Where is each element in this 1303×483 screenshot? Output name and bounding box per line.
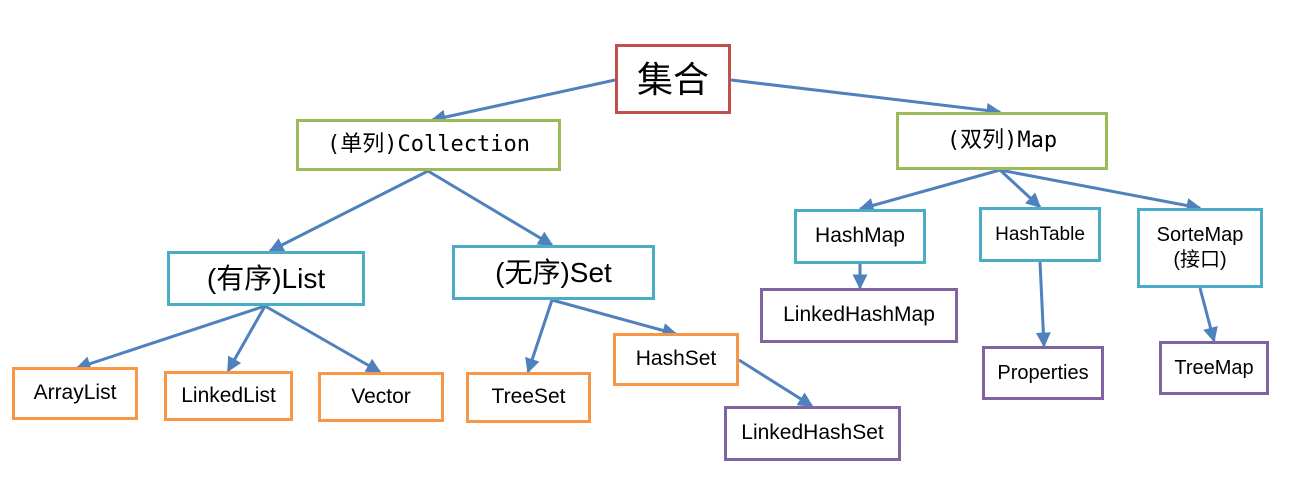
edge-map-to-hashmap [858,168,1001,213]
edge-collection-to-list [268,169,429,253]
node-linkedhashmap-label: LinkedHashMap [783,303,935,327]
node-sortemap-label: SorteMap (接口) [1156,224,1244,271]
edge-list-to-linkedlist [226,305,267,373]
node-linkedlist: LinkedList [164,371,293,421]
node-hashmap-label: HashMap [815,224,905,248]
edge-collection-to-set [427,169,554,247]
node-collection: (单列)Collection [296,119,561,171]
node-hashset-label: HashSet [635,347,717,371]
node-properties-label: Properties [997,361,1089,384]
node-linkedhashset: LinkedHashSet [724,406,901,461]
node-set: (无序)Set [452,245,655,300]
node-hashmap: HashMap [794,209,926,264]
node-collection-label: (单列)Collection [327,132,530,158]
node-hashtable-label: HashTable [995,223,1085,245]
node-map: (双列)Map [896,112,1108,170]
edge-hashtable-to-properties [1035,261,1051,348]
edge-root-to-map [730,78,1002,118]
node-hashset: HashSet [613,333,739,386]
edge-set-to-hashset [551,298,678,338]
edge-map-to-sortemap [999,168,1202,213]
edge-sortemap-to-treemap [1198,287,1218,343]
node-linkedhashmap: LinkedHashMap [760,288,958,343]
node-sortemap: SorteMap (接口) [1137,208,1263,288]
node-hashtable: HashTable [979,207,1101,262]
node-root-label: 集合 [636,58,709,100]
node-treeset-label: TreeSet [491,385,566,409]
node-treemap: TreeMap [1159,341,1269,395]
node-root: 集合 [615,44,731,114]
edge-hashset-to-linkedhashset [738,358,814,408]
node-list: (有序)List [167,251,365,306]
node-list-label: (有序)List [206,263,326,294]
node-vector-label: Vector [351,384,411,408]
edge-list-to-vector [264,304,382,374]
node-linkedlist-label: LinkedList [181,383,276,407]
node-treeset: TreeSet [466,372,591,423]
node-set-label: (无序)Set [495,257,612,288]
edge-map-to-hashtable [998,168,1042,209]
edge-list-to-arraylist [75,304,266,371]
edge-set-to-treeset [525,299,554,374]
node-properties: Properties [982,346,1104,400]
node-linkedhashset-label: LinkedHashSet [741,421,884,445]
node-map-label: (双列)Map [946,128,1058,154]
edge-root-to-collection [430,78,616,125]
node-arraylist: ArrayList [12,367,138,420]
node-vector: Vector [318,372,444,422]
node-treemap-label: TreeMap [1174,356,1254,379]
node-arraylist-label: ArrayList [33,381,117,405]
